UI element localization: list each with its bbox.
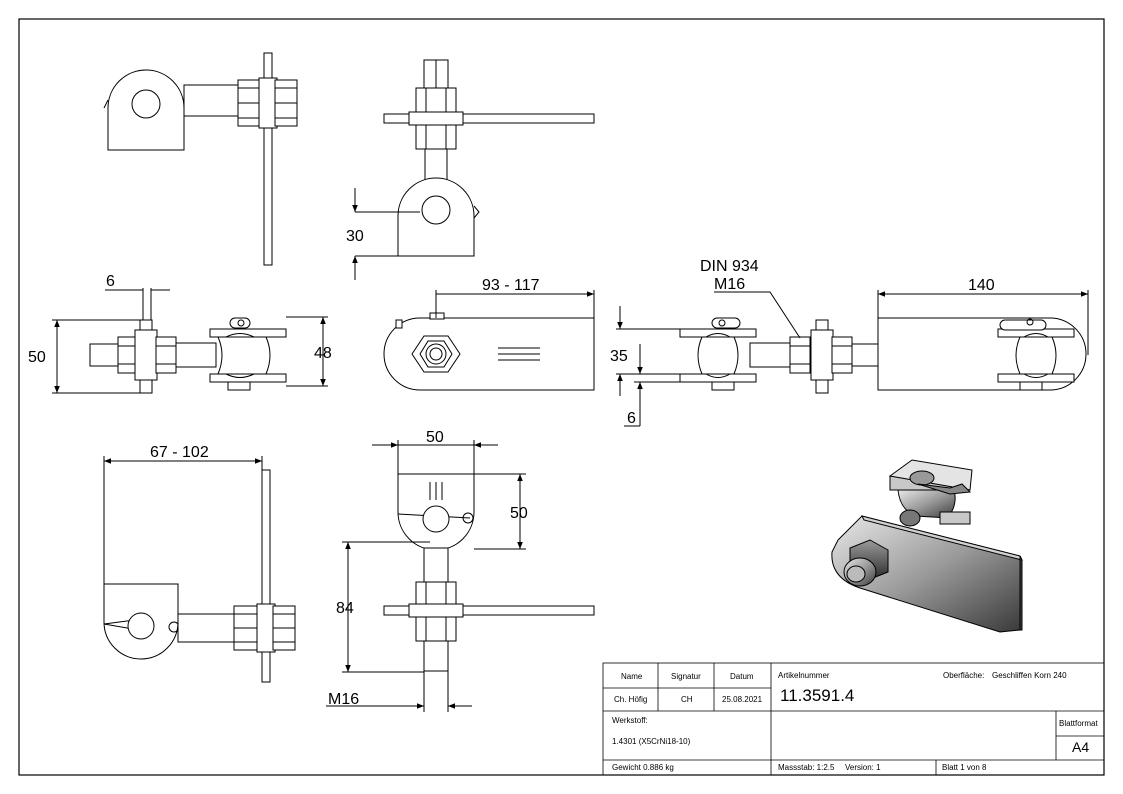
view-side-right bbox=[616, 290, 1089, 427]
dim-6-mid: 6 bbox=[627, 410, 636, 427]
tb-blatt: Blatt 1 von 8 bbox=[942, 763, 987, 772]
tb-signatur-header: Signatur bbox=[671, 672, 701, 681]
dim-48: 48 bbox=[314, 345, 332, 362]
title-block bbox=[602, 662, 1105, 776]
tb-signatur-value: CH bbox=[681, 695, 693, 704]
tb-gewicht: Gewicht 0.886 kg bbox=[612, 763, 674, 772]
dim-50-left: 50 bbox=[28, 349, 46, 366]
view-side-top-left bbox=[103, 52, 298, 266]
label-m16-lower: M16 bbox=[328, 691, 359, 708]
view-front-bottom bbox=[326, 440, 595, 712]
dim-50-top: 50 bbox=[426, 429, 444, 446]
tb-blattformat-label: Blattformat bbox=[1059, 719, 1098, 728]
dim-84: 84 bbox=[336, 600, 354, 617]
tb-oberflaeche-value: Geschliffen Korn 240 bbox=[992, 671, 1067, 680]
tb-massstab: Massstab: 1:2.5 bbox=[778, 763, 835, 772]
sheet-frame bbox=[18, 18, 1105, 776]
dim-35: 35 bbox=[610, 348, 628, 365]
view-side-bottom-left bbox=[103, 456, 296, 683]
dim-50-right: 50 bbox=[510, 505, 528, 522]
dim-30: 30 bbox=[346, 228, 364, 245]
tb-oberflaeche-label: Oberfläche: bbox=[943, 671, 984, 680]
tb-blattformat-value: A4 bbox=[1072, 739, 1089, 755]
label-m16-upper: M16 bbox=[714, 276, 745, 293]
isometric-view bbox=[831, 459, 1023, 633]
tb-datum-value: 25.08.2021 bbox=[722, 695, 763, 704]
dim-140: 140 bbox=[968, 277, 995, 294]
view-plate-bottom bbox=[383, 290, 595, 391]
tb-name-value: Ch. Höfig bbox=[614, 695, 647, 704]
tb-artikelnummer-label: Artikelnummer bbox=[778, 671, 830, 680]
view-top-left bbox=[52, 288, 328, 394]
tb-werkstoff-label: Werkstoff: bbox=[612, 716, 648, 725]
tb-artikelnummer-value: 11.3591.4 bbox=[780, 686, 854, 705]
dim-93-117: 93 - 117 bbox=[482, 277, 540, 294]
tb-name-header: Name bbox=[621, 672, 643, 681]
dim-67-102: 67 - 102 bbox=[150, 444, 209, 461]
tb-datum-header: Datum bbox=[730, 672, 754, 681]
tb-version: Version: 1 bbox=[845, 763, 881, 772]
view-front-top bbox=[352, 59, 595, 280]
label-din-934: DIN 934 bbox=[700, 258, 759, 275]
dim-6-top: 6 bbox=[106, 273, 115, 290]
tb-werkstoff-value: 1.4301 (X5CrNi18-10) bbox=[612, 737, 691, 746]
